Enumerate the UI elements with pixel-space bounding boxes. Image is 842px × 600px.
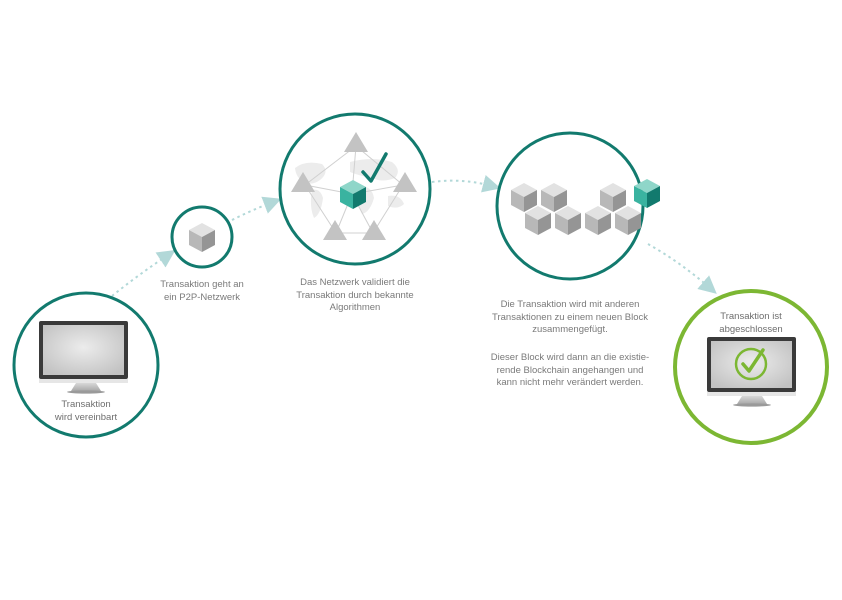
step-2-p2p-network [170, 205, 234, 269]
validated-cube-icon [340, 180, 366, 209]
network-validation-icon [291, 132, 417, 240]
arrow-step4-to-step5 [647, 243, 717, 294]
step-4-label: Die Transaktion wird mit anderen Transak… [492, 299, 648, 335]
step-4-block-creation [495, 131, 660, 281]
checkmark-icon [361, 152, 388, 183]
new-block-cube-icon [634, 179, 660, 208]
step-4-label-2: Dieser Block wird dann an die existie- r… [490, 352, 650, 388]
arrow-step2-to-step3 [231, 196, 282, 221]
monitor-icon [39, 321, 128, 394]
blockchain-icon [511, 179, 660, 235]
step-2-label: Transaktion geht an ein P2P-Netzwerk [160, 279, 244, 303]
step-3-label: Das Netzwerk validiert die Transaktion d… [296, 277, 414, 313]
step-5-transaction-completed [673, 289, 829, 445]
step-1-label: Transaktion wird vereinbart [54, 399, 118, 423]
arrow-step1-to-step2 [111, 250, 176, 297]
step-1-transaction-agreed [12, 291, 160, 439]
monitor-checkmark-icon [707, 337, 796, 407]
step-4-circle [495, 131, 645, 281]
step-3-network-validation [278, 112, 432, 266]
step-5-label: Transaktion ist abgeschlossen [719, 311, 783, 335]
arrow-step3-to-step4 [431, 174, 501, 193]
connector-arrows [111, 174, 717, 297]
